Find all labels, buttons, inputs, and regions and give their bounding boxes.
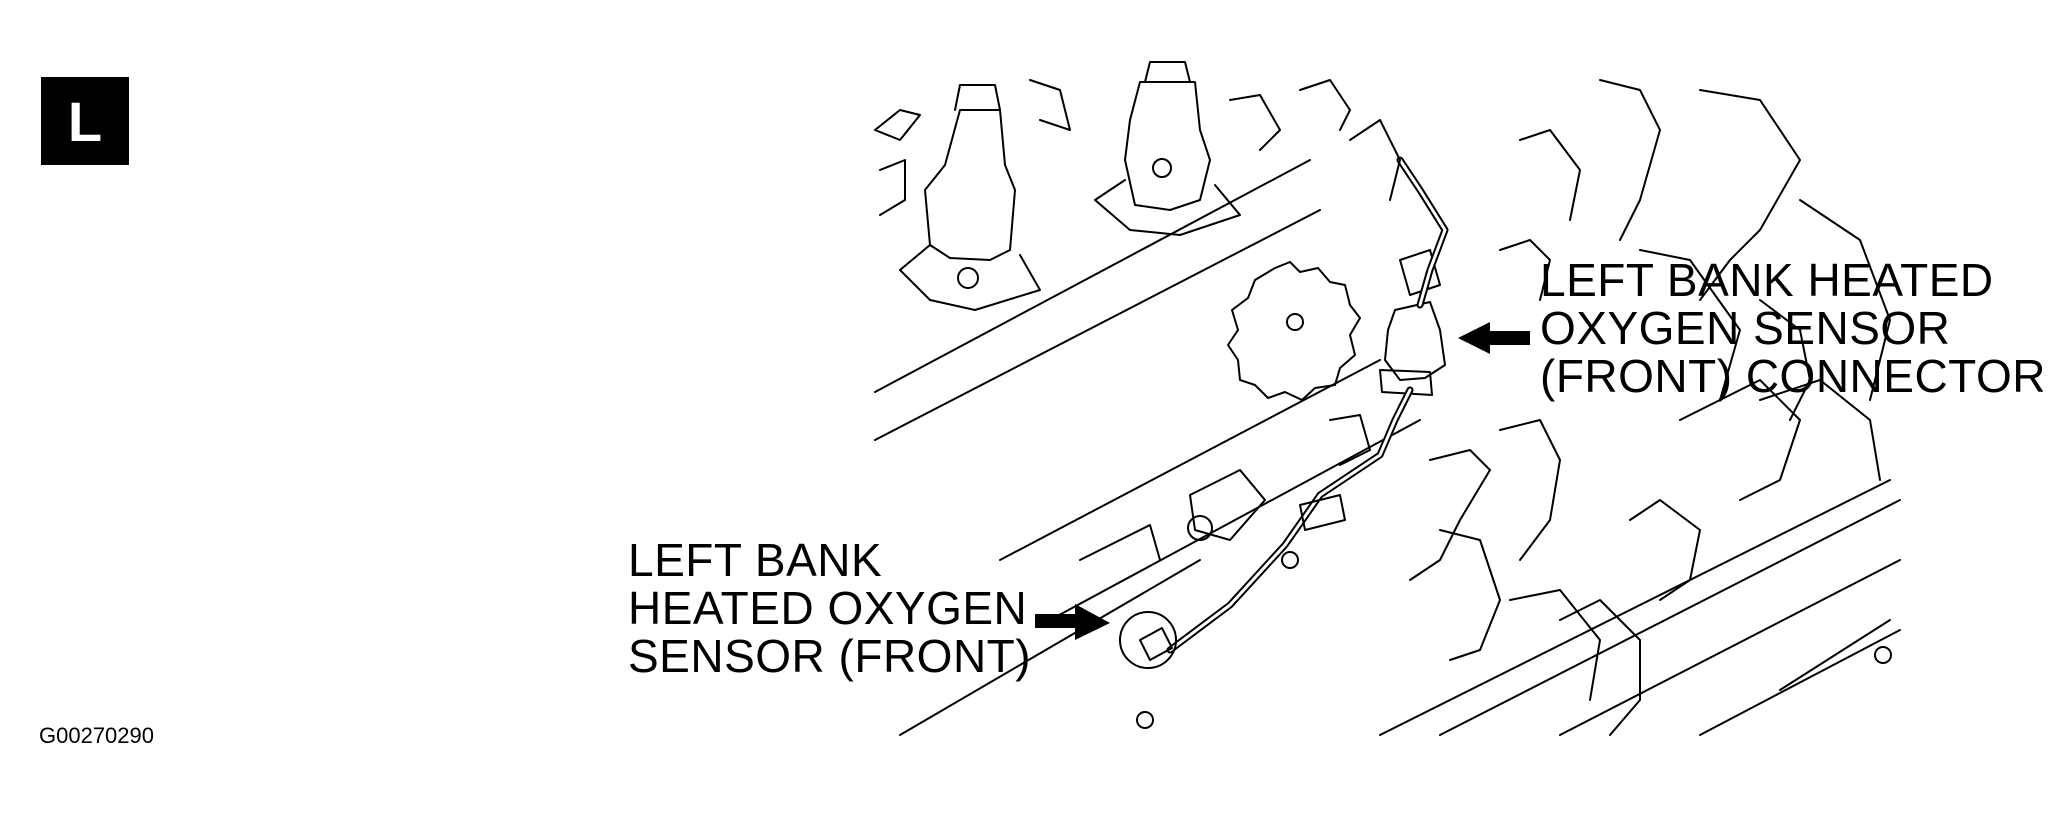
sensor-harness: [1166, 386, 1414, 654]
sensor-boss: [1119, 611, 1177, 669]
engine-edge: [874, 159, 1311, 393]
ignition-coil: [1124, 81, 1211, 211]
ignition-coil: [924, 109, 1016, 261]
engine-edge: [899, 559, 1201, 736]
engine-edge: [1379, 479, 1891, 736]
engine-edge: [1779, 619, 1891, 691]
engine-edge: [1699, 629, 1901, 736]
section-badge: L: [41, 77, 129, 165]
figure-id: G00270290: [39, 723, 154, 748]
pointer-arrow-sensor: [1035, 604, 1110, 640]
bolt: [957, 267, 979, 289]
engine-edge: [1439, 499, 1901, 736]
filler-cap: [1227, 261, 1361, 401]
ignition-coil: [1094, 179, 1241, 236]
engine-edge: [1049, 419, 1421, 621]
engine-edge: [874, 209, 1321, 441]
sensor-harness: [1168, 388, 1412, 652]
coil-connector: [1144, 61, 1191, 83]
sensor-callout-label: LEFT BANK HEATED OXYGEN SENSOR (FRONT): [628, 534, 1032, 682]
pointer-arrow-connector: [1458, 322, 1530, 354]
engine-edge: [999, 359, 1381, 561]
connector-callout-label: LEFT BANK HEATED OXYGEN SENSOR (FRONT) C…: [1540, 254, 2046, 402]
coil-connector: [954, 84, 1001, 111]
sensor-connector: [1384, 301, 1446, 381]
connector-harness: [1398, 158, 1447, 307]
harness-clamp: [1299, 494, 1346, 531]
ignition-coil: [899, 244, 1041, 311]
bolt: [1152, 158, 1172, 178]
engine-edge: [1559, 559, 1901, 736]
filler-cap-center: [1286, 313, 1304, 331]
